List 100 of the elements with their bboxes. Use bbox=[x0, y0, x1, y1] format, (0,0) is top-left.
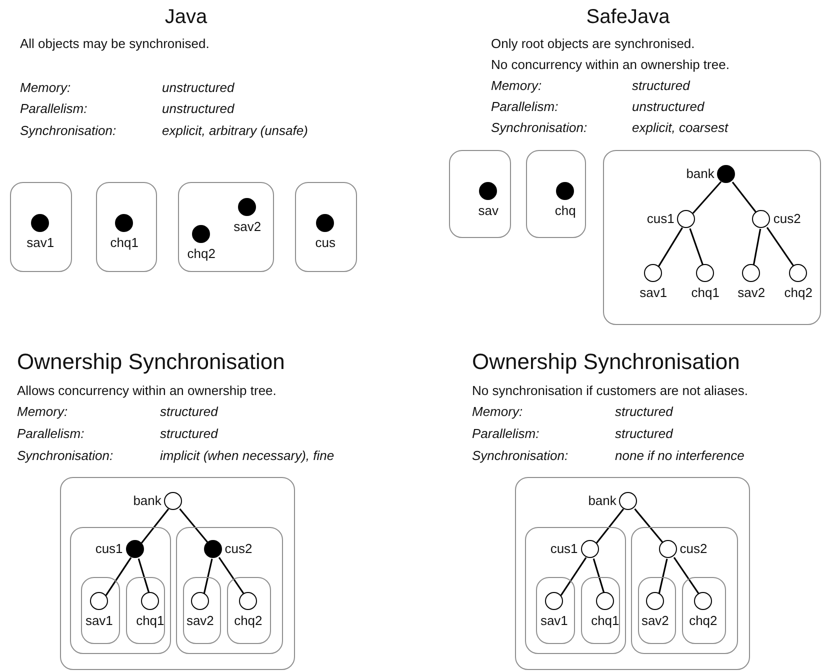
object-label: chq1 bbox=[591, 613, 620, 628]
ownership-line bbox=[766, 226, 795, 268]
object-label: sav1 bbox=[85, 613, 113, 628]
region-box bbox=[80, 576, 120, 644]
description-text: Only root objects are synchronised. bbox=[491, 36, 695, 52]
object-circle bbox=[717, 165, 736, 184]
object-circle bbox=[239, 592, 258, 610]
property-name: Memory: bbox=[472, 404, 523, 420]
property-name: Synchronisation: bbox=[17, 448, 114, 464]
property-name: Synchronisation: bbox=[20, 123, 116, 139]
object-circle bbox=[545, 592, 564, 610]
object-label: chq2 bbox=[187, 246, 216, 262]
object-label: cus1 bbox=[550, 540, 578, 556]
ownership-line bbox=[658, 558, 668, 594]
region-box bbox=[682, 576, 726, 644]
ownership-line bbox=[179, 508, 209, 544]
region-box bbox=[295, 182, 357, 272]
property-value: explicit, coarsest bbox=[632, 120, 728, 136]
property-value: unstructured bbox=[632, 99, 704, 115]
object-circle bbox=[580, 540, 599, 558]
object-circle bbox=[115, 214, 134, 232]
ownership-line bbox=[634, 508, 664, 544]
region-box bbox=[60, 477, 295, 670]
object-circle bbox=[556, 182, 574, 200]
region-box bbox=[526, 150, 586, 238]
object-circle bbox=[90, 592, 108, 610]
object-label: sav1 bbox=[640, 285, 668, 300]
region-box bbox=[515, 477, 750, 670]
object-circle bbox=[479, 182, 498, 200]
property-value: structured bbox=[632, 78, 690, 94]
panel-title: Ownership Synchronisation bbox=[17, 349, 285, 375]
property-name: Memory: bbox=[17, 404, 68, 420]
object-label: chq2 bbox=[689, 613, 718, 628]
description-text: Allows concurrency within an ownership tree. bbox=[17, 383, 276, 399]
region-box bbox=[176, 527, 284, 654]
object-circle bbox=[694, 592, 712, 610]
object-label: chq1 bbox=[136, 613, 164, 628]
description-text: No concurrency within an ownership tree. bbox=[491, 57, 730, 73]
object-circle bbox=[742, 264, 760, 282]
object-circle bbox=[238, 198, 256, 216]
ownership-line bbox=[673, 557, 701, 596]
region-box bbox=[126, 576, 165, 644]
property-value: structured bbox=[160, 404, 218, 420]
region-box bbox=[536, 576, 575, 644]
object-label: cus2 bbox=[224, 540, 252, 556]
ownership-line bbox=[732, 182, 758, 214]
object-label: sav1 bbox=[26, 235, 54, 250]
ownership-line bbox=[560, 557, 587, 596]
property-value: unstructured bbox=[162, 101, 234, 117]
object-circle bbox=[619, 492, 638, 510]
property-name: Memory: bbox=[491, 78, 542, 94]
object-circle bbox=[596, 592, 614, 610]
region-box bbox=[178, 182, 274, 272]
object-label: cus2 bbox=[773, 211, 801, 226]
description-text: No synchronisation if customers are not aliases. bbox=[472, 383, 748, 399]
object-label: chq1 bbox=[691, 285, 720, 300]
object-label: chq1 bbox=[110, 235, 138, 250]
ownership-line bbox=[692, 181, 722, 214]
property-name: Memory: bbox=[20, 80, 71, 96]
object-circle bbox=[677, 210, 696, 228]
region-box bbox=[603, 150, 821, 325]
property-value: none if no interference bbox=[615, 448, 744, 464]
description-text: All objects may be synchronised. bbox=[20, 36, 210, 52]
property-value: implicit (when necessary), fine bbox=[160, 448, 334, 464]
ownership-line bbox=[105, 557, 132, 596]
object-label: bank bbox=[588, 493, 616, 508]
ownership-line bbox=[140, 508, 170, 544]
property-name: Parallelism: bbox=[491, 99, 558, 115]
property-name: Parallelism: bbox=[17, 426, 84, 442]
object-circle bbox=[191, 592, 210, 610]
object-label: sav1 bbox=[540, 613, 568, 628]
property-name: Parallelism: bbox=[472, 426, 540, 442]
object-label: sav2 bbox=[738, 285, 766, 300]
object-label: cus bbox=[315, 235, 336, 250]
object-label: cus1 bbox=[95, 540, 123, 556]
object-circle bbox=[126, 540, 144, 558]
object-label: sav2 bbox=[234, 219, 262, 234]
object-circle bbox=[164, 492, 182, 510]
property-value: structured bbox=[160, 426, 218, 442]
object-label: cus2 bbox=[680, 540, 708, 556]
object-circle bbox=[752, 210, 770, 228]
region-box bbox=[525, 527, 626, 654]
region-box bbox=[182, 576, 221, 644]
panel-title: Java bbox=[164, 5, 208, 29]
object-label: chq2 bbox=[784, 285, 812, 300]
object-circle bbox=[789, 264, 808, 282]
ownership-line bbox=[596, 508, 624, 544]
object-circle bbox=[696, 264, 714, 282]
property-value: explicit, arbitrary (unsafe) bbox=[162, 123, 308, 139]
ownership-line bbox=[689, 228, 704, 266]
ownership-line bbox=[203, 558, 213, 594]
object-label: bank bbox=[686, 166, 714, 182]
property-name: Synchronisation: bbox=[491, 120, 588, 136]
object-circle bbox=[658, 540, 677, 558]
object-label: chq2 bbox=[234, 613, 262, 628]
ownership-line bbox=[658, 227, 683, 267]
region-box bbox=[638, 576, 676, 644]
ownership-line bbox=[138, 558, 150, 595]
ownership-line bbox=[752, 228, 762, 266]
object-label: bank bbox=[133, 493, 162, 508]
